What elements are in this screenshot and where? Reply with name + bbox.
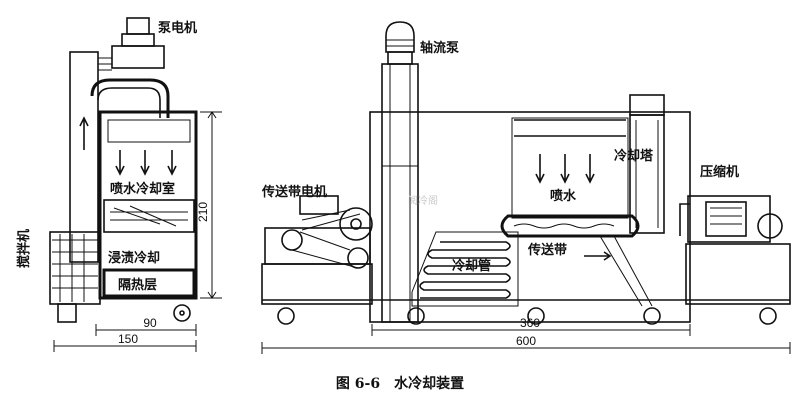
stirrer-grid-h xyxy=(52,239,98,289)
conveyor-motor-label: 传送带电机 xyxy=(261,184,327,200)
figure-caption: 图 6-6 水冷却装置 xyxy=(336,375,464,392)
stirrer-tank xyxy=(49,231,101,305)
conveyor-belt-links xyxy=(513,223,615,229)
dim-label-360: 360 xyxy=(520,316,540,330)
cooling-tower-label: 冷却塔 xyxy=(614,148,654,164)
left-wheel-hub xyxy=(179,310,185,316)
wheel-3 xyxy=(527,307,545,325)
conveyor-motor-body xyxy=(299,195,339,215)
immersion-tank xyxy=(103,199,195,233)
left-housing xyxy=(98,110,198,300)
idler-pulley xyxy=(347,247,369,269)
compressor-fins xyxy=(710,207,742,225)
stirrer-label: 搅拌机 xyxy=(16,229,32,268)
pump-motor-body xyxy=(126,17,150,35)
spray-manifold xyxy=(514,119,626,137)
return-duct xyxy=(90,78,170,118)
pump-motor-label: 泵电机 xyxy=(158,20,197,36)
wheel-1 xyxy=(277,307,295,325)
spray-zone xyxy=(511,117,629,219)
spray-header xyxy=(107,119,191,143)
dim-label-90: 90 xyxy=(143,316,157,330)
axial-pump-neck xyxy=(387,51,413,65)
conveyor-direction-arrow xyxy=(584,251,612,261)
compressor-frame xyxy=(687,195,771,243)
dim-label-600: 600 xyxy=(516,334,536,348)
spray-arrows-left xyxy=(115,150,177,176)
spray-chamber-label: 喷水冷却室 xyxy=(110,181,175,197)
stirrer-grid-v xyxy=(59,234,85,302)
return-duct-inner xyxy=(97,87,161,118)
pump-housing xyxy=(111,45,165,69)
pulley-belt xyxy=(291,231,359,269)
insulation-box xyxy=(102,268,196,298)
left-base-frame xyxy=(261,263,373,305)
stack-inner-lines xyxy=(382,64,418,322)
axial-pump-head xyxy=(385,21,415,53)
left-riser-column xyxy=(69,51,99,263)
left-unit xyxy=(49,17,222,352)
compressor-flywheel xyxy=(757,213,783,239)
dim-label-150: 150 xyxy=(118,332,138,346)
cooling-tower-body xyxy=(629,114,665,234)
drive-pulley xyxy=(339,207,373,241)
left-wheel xyxy=(173,304,191,322)
exhaust-stack xyxy=(381,63,419,323)
dim-label-210: 210 xyxy=(196,202,210,222)
dim-line-90 xyxy=(95,324,197,336)
spray-water-label: 喷水 xyxy=(550,188,577,204)
dim-line-600 xyxy=(261,342,791,354)
coil-frame xyxy=(411,231,519,307)
tank-water-lines xyxy=(110,211,188,221)
conveyor-belt-upper xyxy=(500,214,640,238)
riser-flow-arrow xyxy=(79,116,89,150)
tank-hatch xyxy=(113,205,177,227)
wheel-2 xyxy=(407,307,425,325)
motor-stand xyxy=(264,227,371,265)
drive-pulley-hub xyxy=(350,218,362,230)
cooling-tower-inner xyxy=(635,120,659,228)
riser-pipes xyxy=(98,57,112,71)
stirrer-motor xyxy=(57,303,77,323)
compressor-label: 压缩机 xyxy=(700,164,739,180)
compressor-pipe xyxy=(679,203,690,236)
conveyor-belt-label: 传送带 xyxy=(527,242,567,258)
pump-motor-flange xyxy=(121,33,155,47)
right-unit xyxy=(261,21,791,354)
dim-line-150 xyxy=(53,340,197,352)
cooling-pipe-label: 冷却管 xyxy=(452,258,491,274)
watermark: 阅冷阁 xyxy=(408,194,438,207)
insulation-layer-label: 隔热层 xyxy=(118,277,157,293)
immersion-cooling-label: 浸渍冷却 xyxy=(108,250,160,266)
side-hatch xyxy=(599,235,653,307)
axial-pump-label: 轴流泵 xyxy=(420,40,459,56)
compressor-body xyxy=(705,201,747,237)
axial-pump-ribs xyxy=(386,39,414,47)
right-base-frame xyxy=(685,243,791,305)
motor-pulley xyxy=(281,229,303,251)
spray-arrows-right xyxy=(535,154,595,184)
dim-line-210 xyxy=(200,111,222,299)
dim-line-360 xyxy=(371,324,691,336)
wheel-4 xyxy=(643,307,661,325)
cooling-pipe-coil xyxy=(419,241,511,299)
wheel-5 xyxy=(759,307,777,325)
